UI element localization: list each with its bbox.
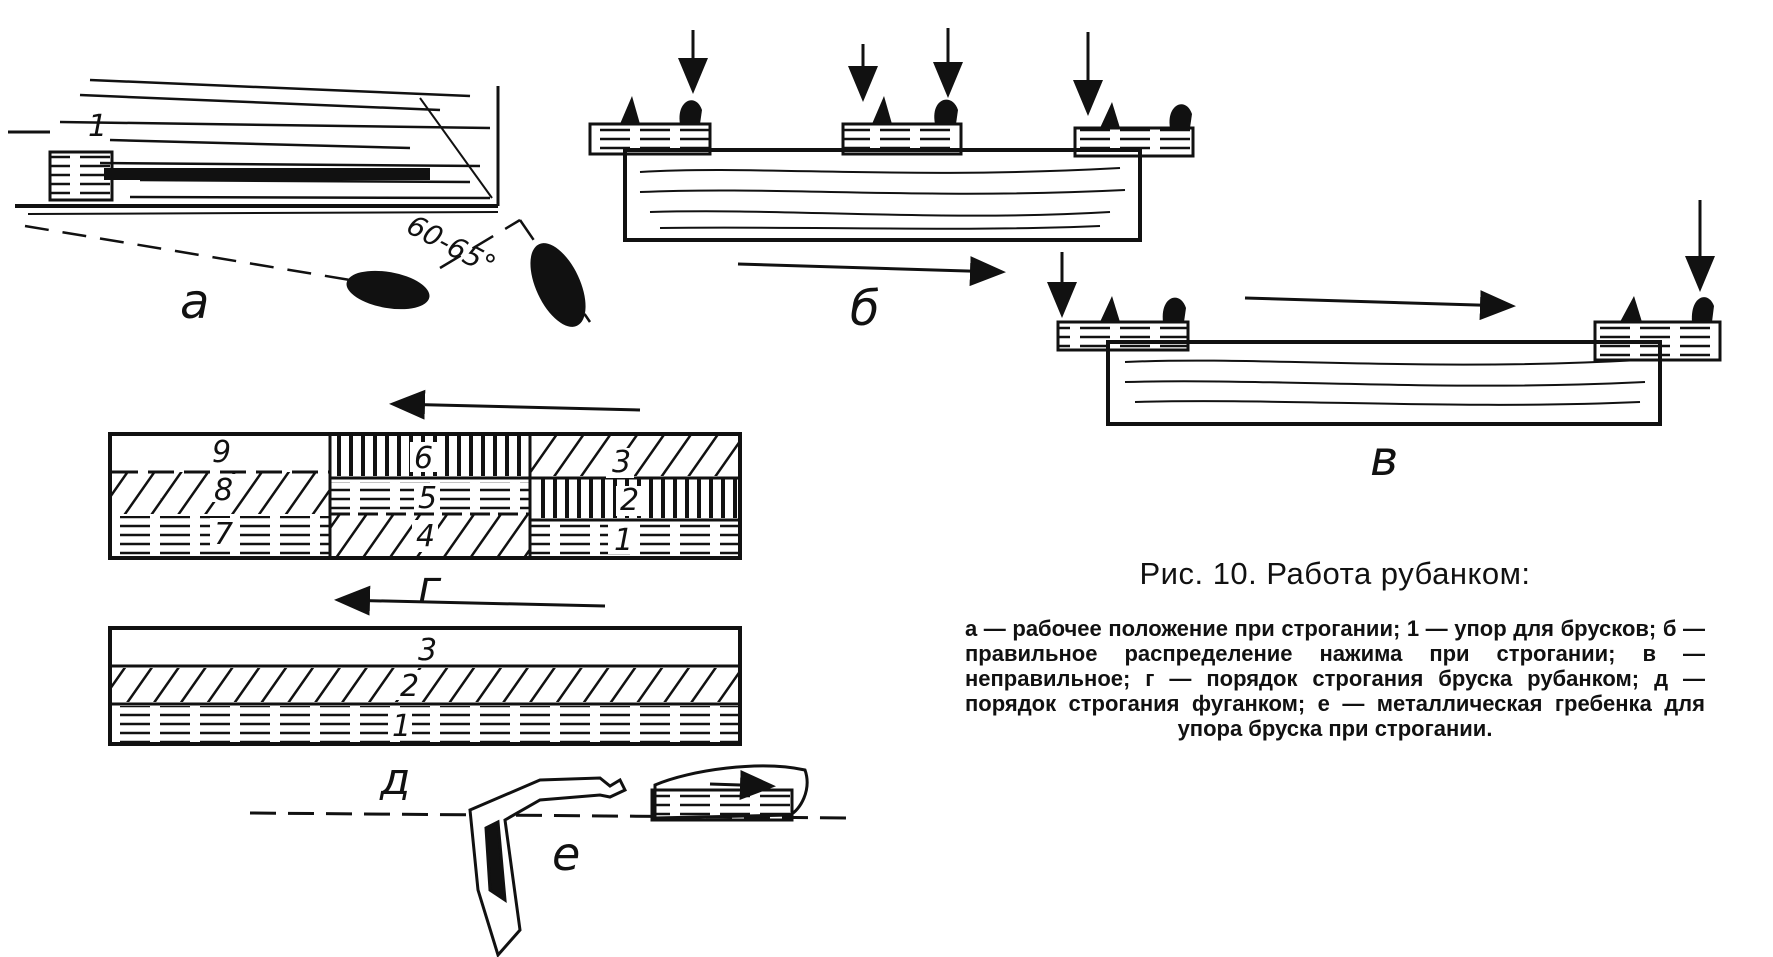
svg-text:2: 2 <box>400 669 419 704</box>
strip-1 <box>530 520 738 556</box>
panel-e: е <box>249 764 851 957</box>
stop-block <box>48 150 114 202</box>
angle-label: 60-65° <box>401 208 501 282</box>
plane-end <box>1073 102 1195 158</box>
svg-text:9: 9 <box>212 435 231 470</box>
svg-text:4: 4 <box>416 519 435 554</box>
label-a: а <box>180 274 209 330</box>
strip-d-1 <box>112 706 738 742</box>
board-b <box>623 148 1142 242</box>
panel-v: в <box>1047 200 1722 487</box>
strip-numbers-d: 3 2 1 <box>388 633 437 744</box>
right-foot-icon <box>530 243 586 327</box>
panel-d: 3 2 1 д <box>108 585 742 805</box>
panel-g: 3 2 1 6 5 4 9 8 7 г <box>108 389 742 613</box>
feet-direction-lines <box>24 218 592 323</box>
wood-bar-icon <box>650 764 809 822</box>
plane-right <box>1593 296 1722 362</box>
metal-comb-icon <box>468 776 628 957</box>
label-e: е <box>552 827 580 881</box>
board-v <box>1106 340 1662 426</box>
pressure-arrows-v <box>1047 200 1715 318</box>
direction-arrow <box>737 256 1006 287</box>
stop-number: 1 <box>88 109 107 144</box>
svg-text:7: 7 <box>214 517 233 552</box>
strip-numbers-g: 3 2 1 6 5 4 9 8 7 <box>210 435 644 558</box>
bar-on-bench <box>104 168 430 180</box>
svg-text:5: 5 <box>418 481 437 516</box>
workbench-side-view <box>8 78 500 215</box>
direction-arrow-v <box>1244 290 1516 321</box>
svg-text:2: 2 <box>620 483 639 518</box>
svg-text:3: 3 <box>418 633 437 668</box>
strip-9 <box>112 436 330 470</box>
label-b: б <box>850 281 880 337</box>
svg-text:3: 3 <box>612 445 631 480</box>
direction-arrow-g <box>389 389 641 420</box>
caption-title: Рис. 10. Работа рубанком: <box>1139 556 1531 591</box>
panel-b: б <box>588 28 1195 337</box>
label-v: в <box>1370 431 1398 487</box>
plane-left <box>1056 296 1190 352</box>
figure-caption: Рис. 10. Работа рубанком: а — рабочее по… <box>965 556 1705 741</box>
svg-text:1: 1 <box>392 709 411 744</box>
pressure-arrows <box>678 28 1103 116</box>
label-d: д <box>379 754 410 805</box>
strip-d-2 <box>112 668 738 702</box>
caption-body: а — рабочее положение при строгании; 1 —… <box>965 616 1705 741</box>
svg-text:1: 1 <box>614 523 633 558</box>
left-foot-icon <box>346 270 430 310</box>
svg-text:8: 8 <box>214 473 233 508</box>
direction-arrow-d <box>334 585 606 616</box>
svg-text:6: 6 <box>414 441 433 476</box>
plane-middle <box>841 96 963 156</box>
label-g: г <box>418 562 442 613</box>
panel-a: 1 60-65° а <box>8 78 592 330</box>
plane-start <box>588 96 712 156</box>
